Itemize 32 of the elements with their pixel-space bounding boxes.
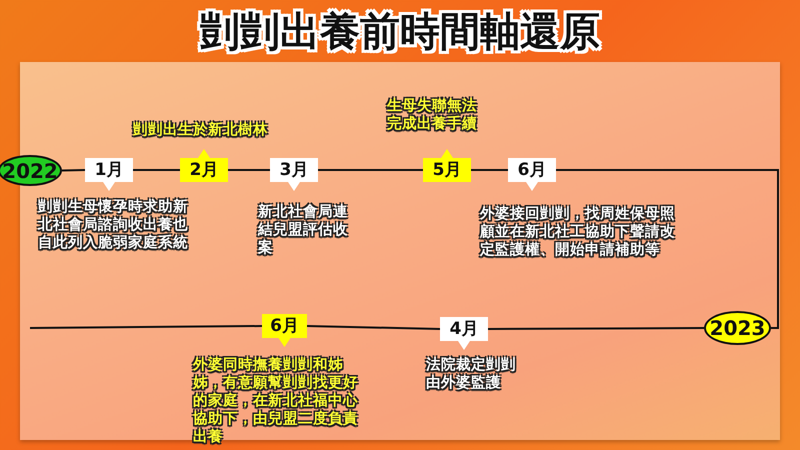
month-label: 1月 xyxy=(94,159,124,182)
month-label: 4月 xyxy=(448,318,480,341)
month-callout xyxy=(423,149,471,182)
timeline-line xyxy=(228,169,270,171)
title: 剴剴出養前時間軸還原 xyxy=(199,8,601,57)
event-note: 外婆接回剴剴，找周姓保母照顧並在新北社工協助下聲請改定監護權、開始申請補助等 xyxy=(480,205,676,259)
month-label: 5月 xyxy=(432,159,462,182)
month-label: 6月 xyxy=(269,315,300,338)
event-note: 法院裁定剴剴由外婆監護 xyxy=(426,356,516,392)
event-note: 剴剴生母懷孕時求助新北社會局諮詢收出養也自此列入脆弱家庭系統 xyxy=(38,198,188,252)
event-note: 剴剴出生於新北樹林 xyxy=(133,121,269,139)
month-callout xyxy=(85,158,133,191)
event-note: 生母失聯無法完成出養手續 xyxy=(387,97,478,133)
month-callout xyxy=(508,158,556,191)
timeline-line xyxy=(133,169,180,171)
month-label: 2月 xyxy=(188,159,220,182)
timeline-line xyxy=(30,325,262,329)
event-note: 新北社會局連結兒盟評估收案 xyxy=(258,203,348,257)
month-callout xyxy=(270,158,318,191)
month-label: 6月 xyxy=(516,159,548,182)
month-callout xyxy=(440,317,488,350)
month-label: 3月 xyxy=(278,159,310,182)
timeline-line xyxy=(318,169,423,171)
timeline-line xyxy=(306,325,440,330)
month-callout xyxy=(262,314,307,347)
timeline-line xyxy=(62,169,86,172)
timeline-line xyxy=(488,327,704,330)
timeline-line xyxy=(556,169,779,329)
year-label: 2022 xyxy=(1,158,59,182)
timeline-line xyxy=(471,169,508,171)
year-label: 2023 xyxy=(708,316,766,340)
month-callout xyxy=(180,149,228,182)
